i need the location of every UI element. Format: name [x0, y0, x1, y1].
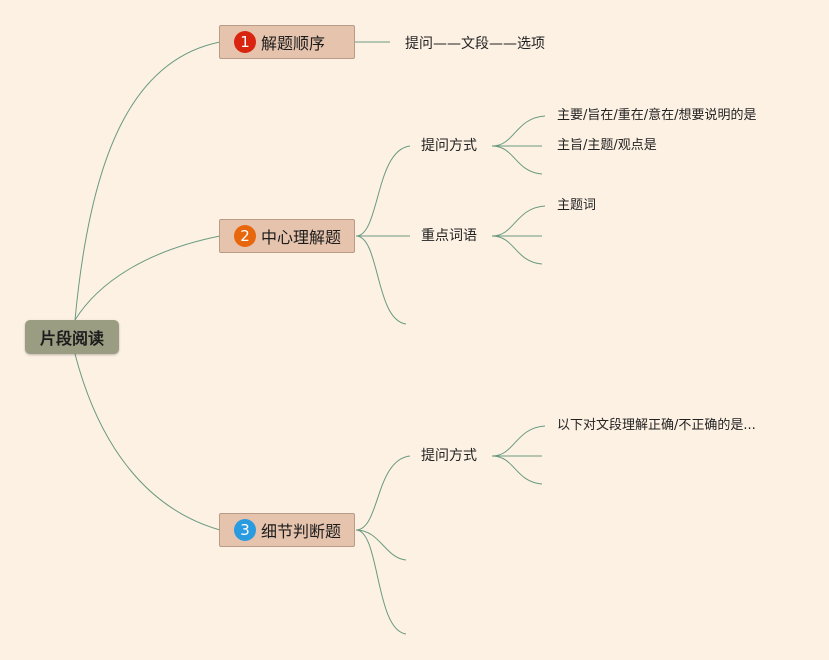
leaf-item[interactable]: 主要/旨在/重在/意在/想要说明的是 — [557, 108, 757, 123]
number-badge-icon: 3 — [234, 519, 256, 541]
topic-node-3[interactable]: 3 细节判断题 — [219, 513, 355, 547]
topic-node-1[interactable]: 1 解题顺序 — [219, 25, 355, 59]
connector-sub1-leaf3 — [491, 145, 543, 175]
connector-topic3-sub1 — [355, 455, 411, 531]
root-label: 片段阅读 — [39, 329, 104, 348]
connector-sub2-leaf3 — [491, 235, 543, 265]
number-badge-icon: 1 — [234, 31, 256, 53]
topic-node-2[interactable]: 2 中心理解题 — [219, 219, 355, 253]
connector-sub2-leaf1 — [491, 205, 546, 237]
subtopic-label[interactable]: 提问方式 — [421, 138, 477, 154]
number-badge-icon: 2 — [234, 225, 256, 247]
connector-topic2-sub1 — [355, 145, 411, 237]
connector-topic3-empty2 — [355, 529, 407, 635]
topic-label: 解题顺序 — [261, 34, 326, 53]
topic1-note[interactable]: 提问——文段——选项 — [405, 36, 545, 52]
connector-t3sub1-leaf1 — [491, 425, 546, 457]
connector-t3sub1-leaf3 — [491, 455, 543, 485]
connector-root-topic3 — [74, 353, 221, 531]
connector-root-topic1 — [74, 41, 221, 321]
leaf-item[interactable]: 主题词 — [557, 198, 597, 213]
connector-sub1-leaf1 — [491, 115, 546, 147]
connector-topic2-empty — [355, 235, 407, 325]
topic-label: 中心理解题 — [261, 228, 342, 247]
leaf-item[interactable]: 以下对文段理解正确/不正确的是... — [557, 418, 756, 433]
subtopic-label[interactable]: 提问方式 — [421, 448, 477, 464]
root-node[interactable]: 片段阅读 — [25, 320, 119, 354]
connector-topic3-empty1 — [355, 529, 407, 561]
topic-label: 细节判断题 — [261, 522, 342, 541]
connector-root-topic2 — [74, 235, 221, 321]
subtopic-label[interactable]: 重点词语 — [421, 228, 477, 244]
leaf-item[interactable]: 主旨/主题/观点是 — [557, 138, 657, 153]
